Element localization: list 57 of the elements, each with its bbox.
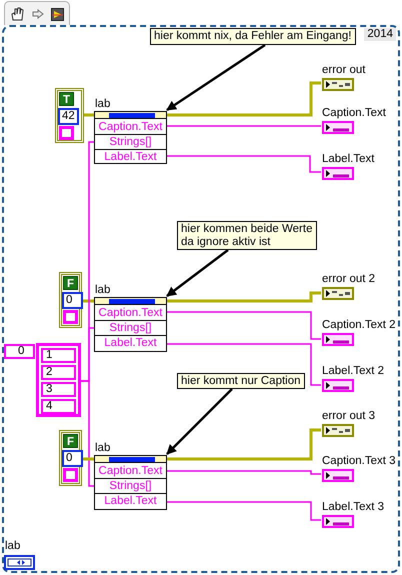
indicator-label: Caption.Text 2 xyxy=(322,319,396,332)
wire xyxy=(81,380,94,487)
property-row: Strings[] xyxy=(95,135,166,150)
node-label: lab xyxy=(95,442,110,455)
indicator-label: Label.Text xyxy=(322,153,374,166)
arrow xyxy=(166,44,266,112)
indicator-label: Caption.Text 3 xyxy=(322,455,396,468)
arrow xyxy=(166,249,229,297)
wire xyxy=(167,428,321,460)
property-row: Caption.Text xyxy=(95,464,166,479)
property-row: Strings[] xyxy=(95,321,166,336)
frame-tab: 2014 xyxy=(364,28,396,41)
wire xyxy=(167,125,321,127)
wire xyxy=(167,343,321,386)
indicator-label: error out 2 xyxy=(322,273,376,286)
boolean-constant: F xyxy=(63,434,78,448)
property-row: Caption.Text xyxy=(95,120,166,135)
wire xyxy=(82,300,94,302)
comment-note: hier kommen beide Werte da ignore aktiv ist xyxy=(177,221,317,250)
error-cluster-constant xyxy=(59,430,82,486)
property-row: Caption.Text xyxy=(95,306,166,321)
array-element: 2 xyxy=(41,365,76,380)
wire xyxy=(167,501,321,521)
numeric-constant: 0 xyxy=(62,450,83,467)
property-row-text: Label.Text xyxy=(103,150,158,165)
wire xyxy=(167,292,321,302)
indicator-label: error out xyxy=(322,64,366,77)
wire xyxy=(84,114,94,116)
indicator-label: Label.Text 2 xyxy=(322,365,384,378)
structure-frame xyxy=(2,25,400,573)
node-label: lab xyxy=(95,284,110,297)
wire xyxy=(167,311,321,340)
array-index-field: 0 xyxy=(4,344,35,359)
boolean-constant: T xyxy=(59,92,74,106)
indicator-label: Caption.Text xyxy=(322,107,386,120)
arrow xyxy=(166,388,233,455)
numeric-constant: 42 xyxy=(58,108,79,125)
error-cluster-constant xyxy=(55,88,84,143)
wire xyxy=(82,458,94,460)
indicator-label: Label.Text 3 xyxy=(322,501,384,514)
wire xyxy=(167,470,321,475)
property-row-text: Label.Text xyxy=(103,494,158,509)
array-element: 4 xyxy=(41,399,76,414)
array-element: 1 xyxy=(41,348,76,363)
error-cluster-constant xyxy=(59,272,82,328)
wire xyxy=(167,82,321,116)
array-element: 3 xyxy=(41,382,76,397)
comment-note: hier kommt nur Caption xyxy=(177,373,305,389)
property-row-text: Label.Text xyxy=(103,336,158,351)
property-row: Strings[] xyxy=(95,479,166,494)
comment-note: hier kommt nix, da Fehler am Eingang! xyxy=(150,28,356,45)
node-label: lab xyxy=(95,98,110,111)
control-label: lab xyxy=(5,540,20,553)
indicator-label: error out 3 xyxy=(322,410,376,423)
boolean-constant: F xyxy=(63,276,78,290)
numeric-constant: 0 xyxy=(62,292,83,309)
wire xyxy=(167,155,321,173)
